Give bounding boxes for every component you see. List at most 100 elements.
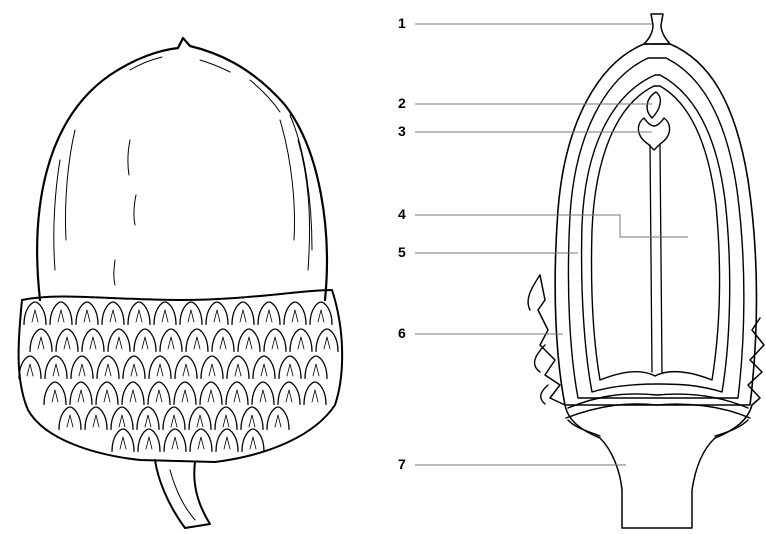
cup-scale-shading xyxy=(188,310,194,322)
cup-scale xyxy=(252,382,274,404)
cup-scale-shading xyxy=(142,337,148,349)
style-tip xyxy=(644,14,670,44)
cup-scale-shading xyxy=(312,390,318,402)
cup-scale xyxy=(305,356,327,378)
cup-scale-shading xyxy=(194,337,200,349)
cup-scale xyxy=(227,356,249,378)
cup-scale-shading xyxy=(260,390,266,402)
cup-scale-shading xyxy=(116,337,122,349)
cup-scale xyxy=(216,429,238,451)
cup-scale xyxy=(19,356,41,378)
cup-scale xyxy=(163,407,185,429)
cup-scale-shading xyxy=(214,310,220,322)
cup-scale-shading xyxy=(27,364,33,376)
cup-scale xyxy=(316,329,338,351)
cup-scale xyxy=(310,302,332,324)
cup-scale-shading xyxy=(223,415,229,427)
cup-scale-shading xyxy=(240,310,246,322)
cup-scale xyxy=(174,382,196,404)
cup-scale-shading xyxy=(208,390,214,402)
cup-scale-shading xyxy=(145,415,151,427)
cup-scale xyxy=(206,302,228,324)
cup-scale xyxy=(258,302,280,324)
cup-scale-shading xyxy=(292,310,298,322)
cup-scale xyxy=(279,356,301,378)
cup-scale xyxy=(102,302,124,324)
cup-scale-shading xyxy=(90,337,96,349)
cup-scale xyxy=(30,329,52,351)
cup-scale-shading xyxy=(58,310,64,322)
cup-scale-shading xyxy=(261,364,267,376)
cup-scale xyxy=(160,329,182,351)
cup-scale-shading xyxy=(130,390,136,402)
cup-scale-shading xyxy=(119,415,125,427)
cup-scale-shading xyxy=(197,415,203,427)
cup-scale-shading xyxy=(110,310,116,322)
label-4: 4 xyxy=(398,207,406,221)
cup-scale xyxy=(290,329,312,351)
cup-scale xyxy=(122,382,144,404)
cup-scale xyxy=(186,329,208,351)
cup-scale-shading xyxy=(168,337,174,349)
cotyledon-division xyxy=(650,145,662,372)
cup-scale xyxy=(241,407,263,429)
cup-scale xyxy=(45,356,67,378)
cup-scale-shading xyxy=(183,364,189,376)
cup-scale-shading xyxy=(313,364,319,376)
cup-scale xyxy=(267,407,289,429)
cup-scale xyxy=(70,382,92,404)
cup-scale-shading xyxy=(286,390,292,402)
cup-scale xyxy=(164,429,186,451)
cup-scale-shading xyxy=(246,337,252,349)
cup-scale xyxy=(50,302,72,324)
cup-scale-shading xyxy=(146,437,152,449)
cup-scale xyxy=(284,302,306,324)
cup-scale xyxy=(112,429,134,451)
cup-scale-shading xyxy=(104,390,110,402)
cup-scale-shading xyxy=(275,415,281,427)
cup-scale xyxy=(76,302,98,324)
cup-scale xyxy=(148,382,170,404)
cup-scale xyxy=(175,356,197,378)
cup-scale xyxy=(85,407,107,429)
cup-scale-shading xyxy=(298,337,304,349)
pericarp-outer xyxy=(555,44,756,405)
cup-scale xyxy=(134,329,156,351)
cup-scale xyxy=(212,329,234,351)
cup-scale xyxy=(154,302,176,324)
cup-scale-shading xyxy=(272,337,278,349)
acorn-cross-section xyxy=(528,14,764,528)
cup-scale-shading xyxy=(171,415,177,427)
cup-scale xyxy=(215,407,237,429)
cup-scale xyxy=(97,356,119,378)
cup-scale-shading xyxy=(249,415,255,427)
cup-scale-shading xyxy=(234,390,240,402)
cup-scale-shading xyxy=(52,390,58,402)
cup-scale-shading xyxy=(209,364,215,376)
cup-scale-shading xyxy=(38,337,44,349)
cup-scale xyxy=(201,356,223,378)
cup-scale-shading xyxy=(32,310,38,322)
leader-4 xyxy=(415,215,688,237)
cup-scale xyxy=(200,382,222,404)
cup-scale-shading xyxy=(157,364,163,376)
cup-scale xyxy=(82,329,104,351)
cup-scale-shading xyxy=(224,437,230,449)
cup-scale xyxy=(226,382,248,404)
cup-scale-shading xyxy=(235,364,241,376)
cup-scale xyxy=(190,429,212,451)
cup-scale xyxy=(71,356,93,378)
cup-scale-shading xyxy=(93,415,99,427)
stalk xyxy=(155,460,210,528)
cup-scale xyxy=(56,329,78,351)
label-1: 1 xyxy=(398,16,406,30)
cup-scale xyxy=(180,302,202,324)
cup-scale-shading xyxy=(64,337,70,349)
cup-scale xyxy=(242,429,264,451)
plumule xyxy=(647,92,660,118)
cup-scale xyxy=(138,429,160,451)
label-6: 6 xyxy=(398,326,406,340)
cup-scale-shading xyxy=(172,437,178,449)
cup-scale-shading xyxy=(162,310,168,322)
cup-scale xyxy=(264,329,286,351)
